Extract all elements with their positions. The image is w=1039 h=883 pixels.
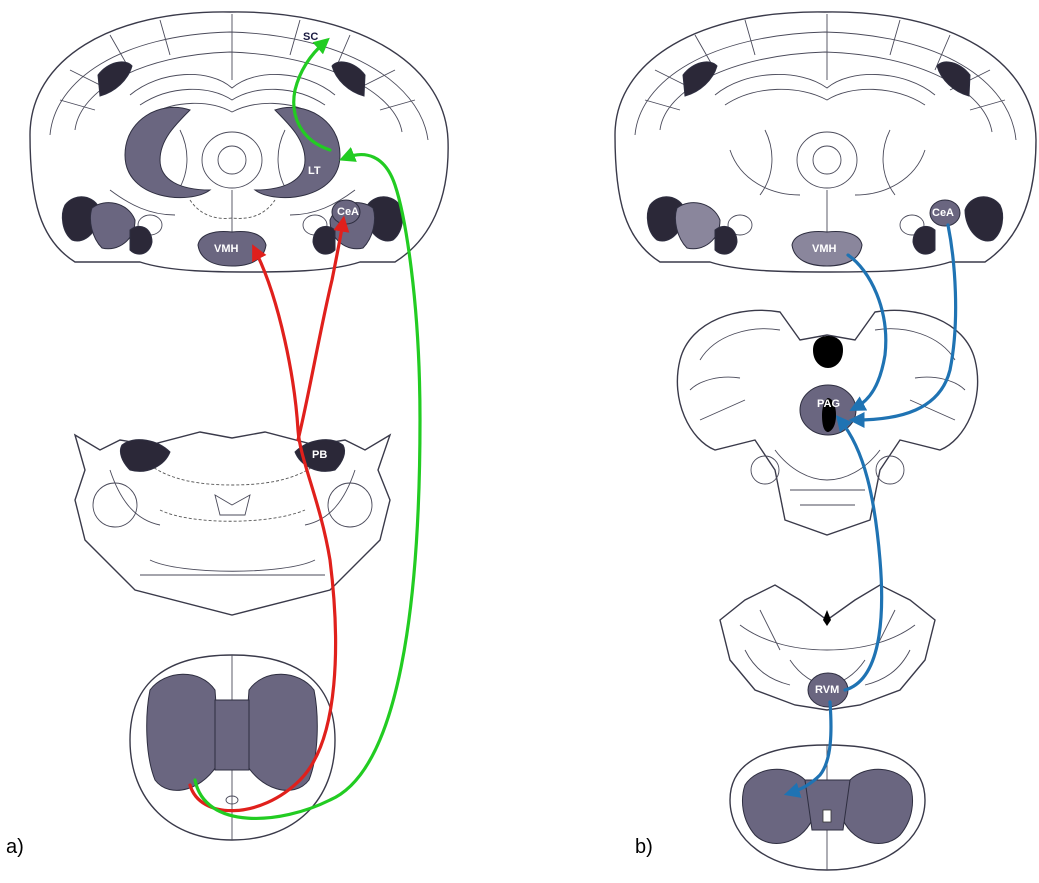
pons-section-a <box>75 432 390 615</box>
midbrain-section-b <box>677 310 977 535</box>
panel-b: VMH CeA PAG RVM b) <box>615 12 1036 870</box>
label-sc: SC <box>303 31 318 43</box>
label-cea-a: CeA <box>337 206 359 218</box>
label-lt: LT <box>308 165 321 177</box>
label-rvm: RVM <box>815 684 839 696</box>
label-pag: PAG <box>817 398 840 410</box>
forebrain-section-b <box>615 12 1036 272</box>
label-vmh-a: VMH <box>214 243 239 255</box>
label-cea-b: CeA <box>932 207 954 219</box>
panel-label-b: b) <box>635 836 653 858</box>
label-vmh-b: VMH <box>812 243 837 255</box>
label-pb: PB <box>312 449 327 461</box>
forebrain-section-a <box>30 12 448 272</box>
panel-label-a: a) <box>6 836 24 858</box>
panel-a: SC LT CeA VMH PB a) <box>6 12 448 858</box>
